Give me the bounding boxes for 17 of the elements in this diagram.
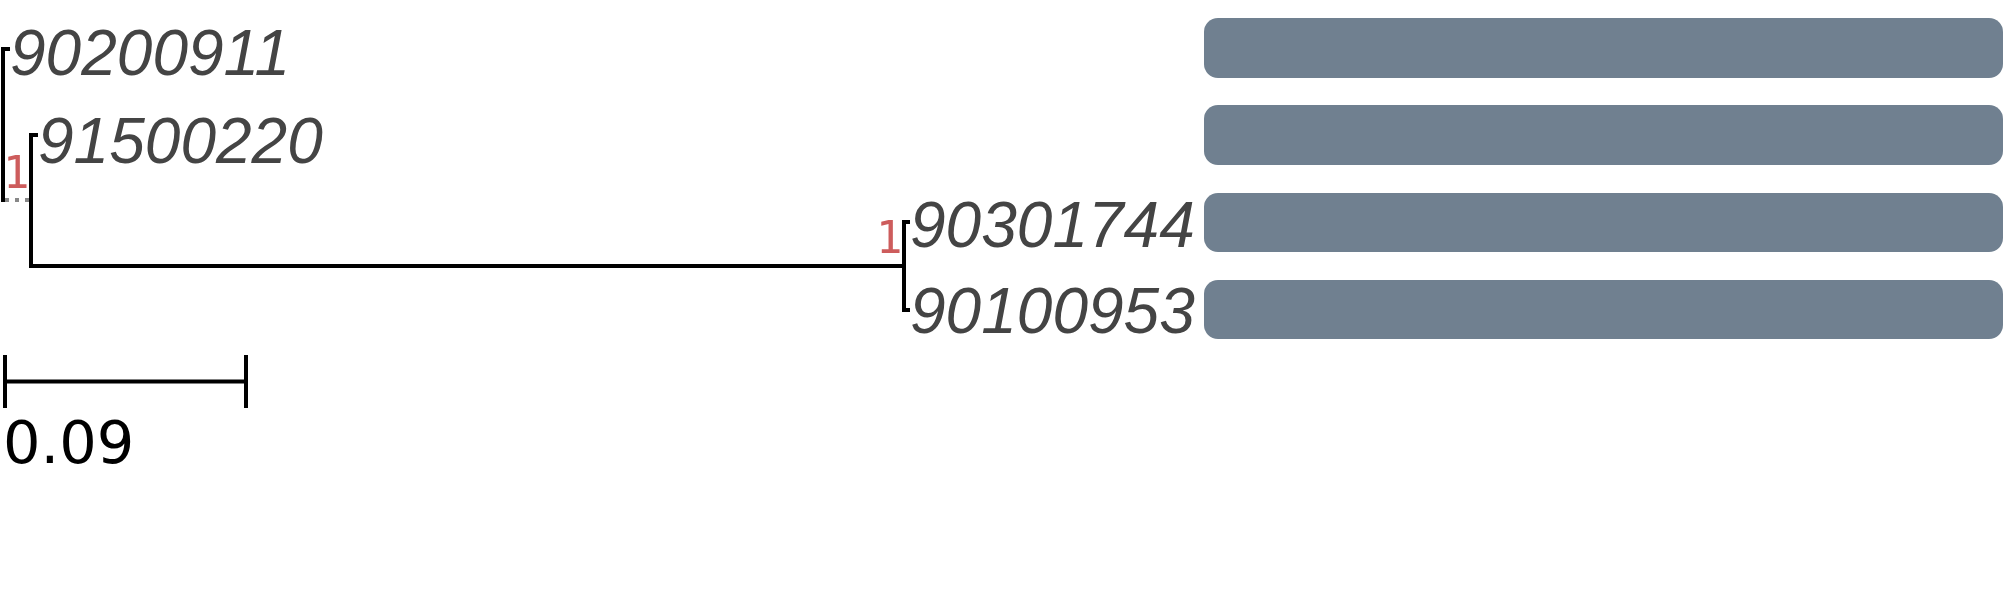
branch-line <box>906 220 910 224</box>
rounded-bar <box>1204 193 2003 252</box>
support-value: 1 <box>3 151 30 195</box>
taxon-label: 90100953 <box>910 279 1195 343</box>
rounded-bar <box>1204 105 2003 165</box>
taxon-label: 90301744 <box>910 193 1195 257</box>
rounded-bar <box>1204 18 2003 78</box>
rounded-bar <box>1204 280 2003 339</box>
taxon-label: 90200911 <box>10 21 290 85</box>
support-value: 1 <box>876 216 903 260</box>
branch-line <box>5 47 10 51</box>
branch-line <box>33 264 902 268</box>
branch-line <box>5 198 29 202</box>
branch-line <box>906 308 910 312</box>
taxon-label: 91500220 <box>38 109 323 173</box>
branch-line <box>33 133 38 137</box>
scale-value: 0.09 <box>3 413 135 472</box>
